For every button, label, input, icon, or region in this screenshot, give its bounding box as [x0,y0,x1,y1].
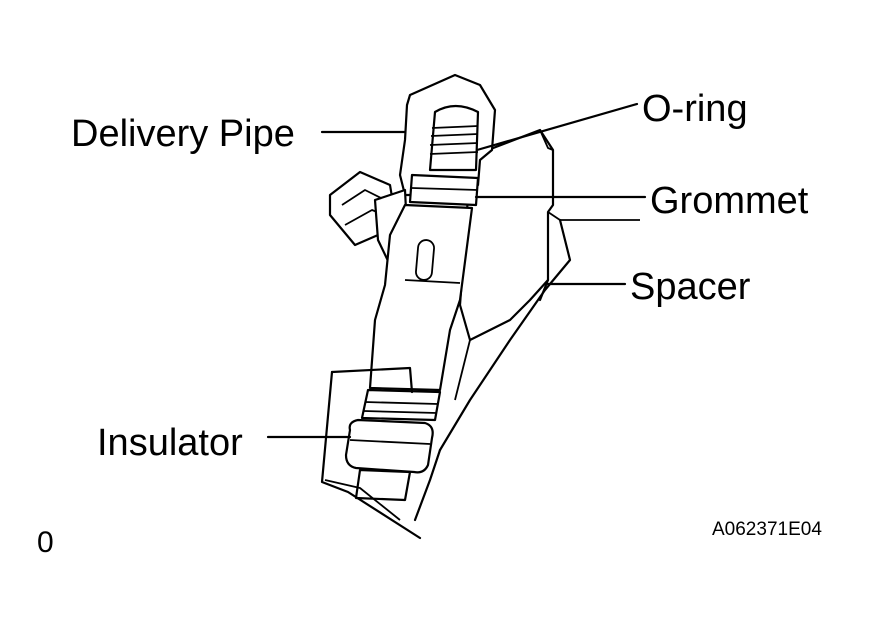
corner-mark: 0 [37,526,54,559]
delivery-pipe-label: Delivery Pipe [71,113,295,155]
o-ring-label: O-ring [642,88,748,130]
grommet-label: Grommet [650,180,809,222]
figure-code: A062371E04 [712,519,822,540]
o-ring-leader [475,102,639,152]
lower-mount [320,366,442,540]
insulator-label: Insulator [97,422,243,464]
spacer-label: Spacer [630,266,751,308]
injector-body [344,104,480,502]
